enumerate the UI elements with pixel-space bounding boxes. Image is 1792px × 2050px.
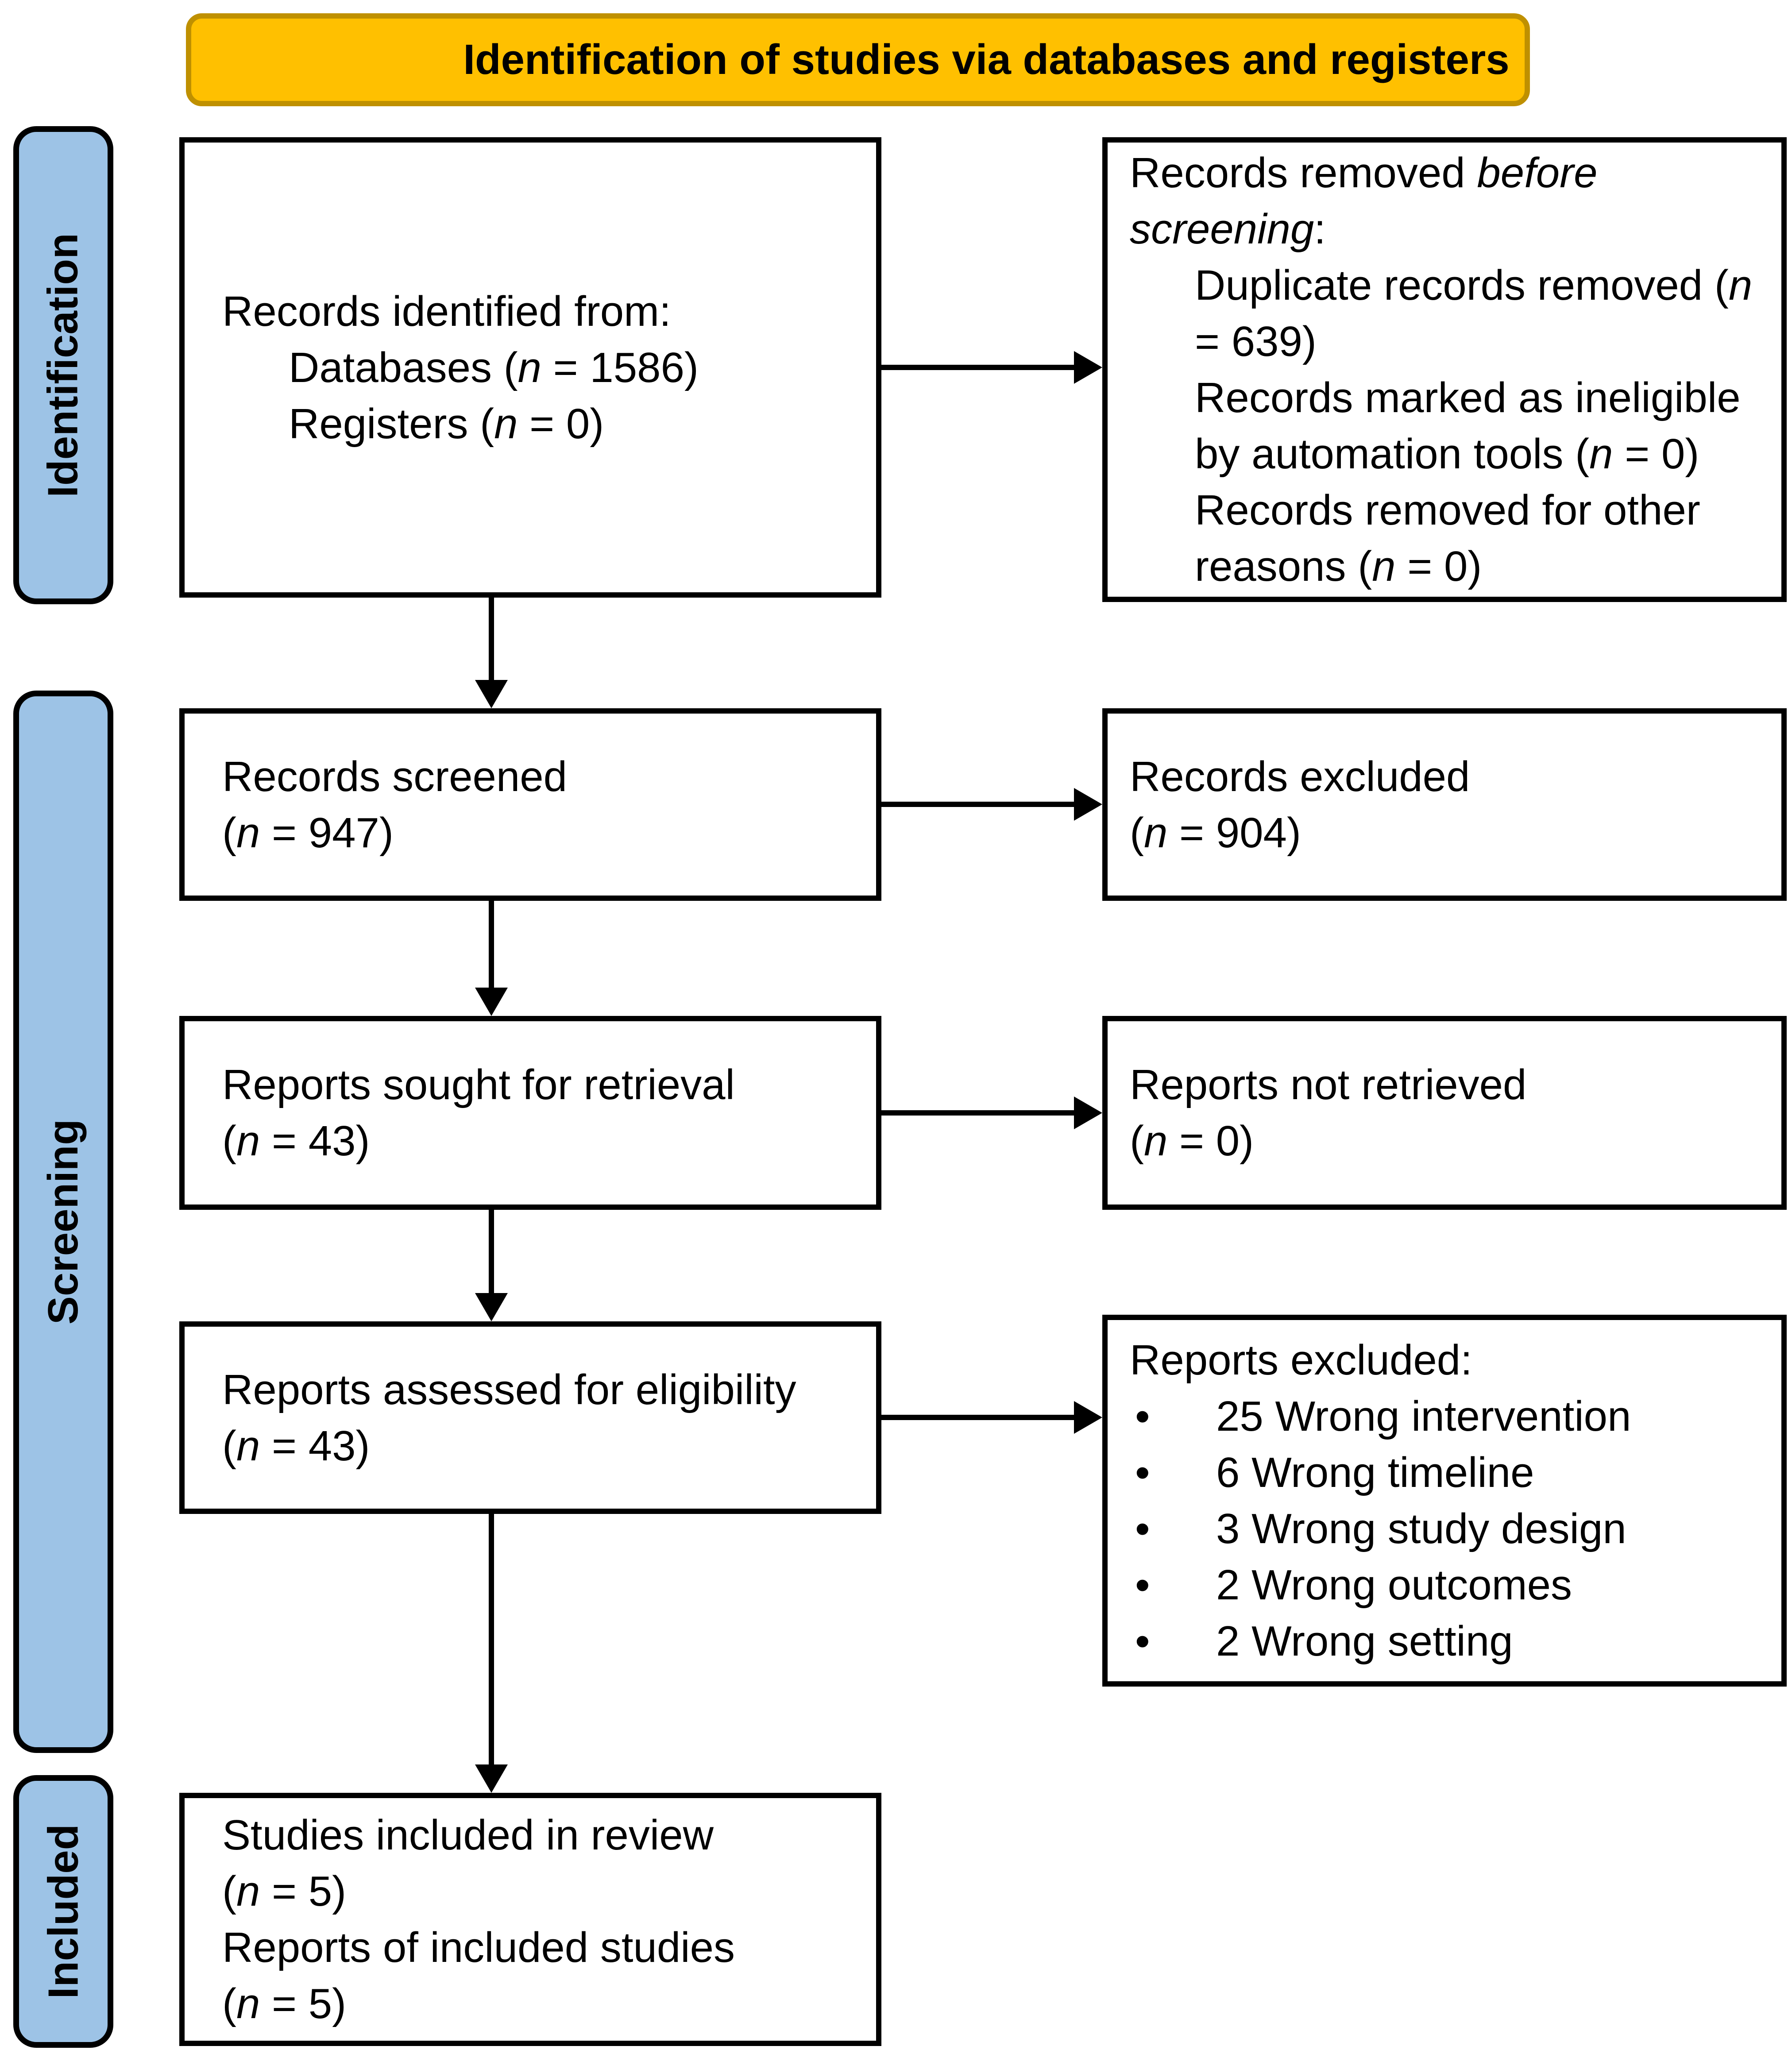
records-identified-databases: Databases (n = 1586) (289, 344, 699, 391)
stage-identification: Identification (13, 126, 113, 604)
box-reports-assessed: Reports assessed for eligibility (n = 43… (179, 1321, 881, 1514)
box-reports-not-retrieved: Reports not retrieved (n = 0) (1102, 1016, 1787, 1210)
reports-sought-count: (n = 43) (222, 1117, 370, 1165)
banner-identification-via-databases: Identification of studies via databases … (186, 13, 1530, 106)
excluded-reason-outcomes: • 2 Wrong outcomes (1108, 1557, 1781, 1613)
arrowhead-down-icon (475, 680, 508, 708)
records-identified-title: Records identified from: (222, 287, 671, 335)
arrowhead-down-icon (475, 988, 508, 1016)
reports-included-title: Reports of included studies (222, 1924, 735, 1971)
box-studies-included: Studies included in review (n = 5) Repor… (179, 1793, 881, 2046)
arrowhead-right-icon (1074, 788, 1102, 821)
stage-included-label: Included (39, 1824, 87, 1999)
arrow-line (489, 1514, 494, 1764)
arrowhead-down-icon (475, 1764, 508, 1793)
excluded-reason-text: 2 Wrong setting (1216, 1618, 1513, 1665)
excluded-reason-text: 6 Wrong timeline (1216, 1449, 1534, 1496)
records-removed-automation: Records marked as ineligible by automati… (1195, 374, 1741, 478)
arrow-line (881, 365, 1074, 370)
arrow-line (881, 802, 1074, 807)
arrowhead-right-icon (1074, 1401, 1102, 1434)
excluded-reason-text: 2 Wrong outcomes (1216, 1561, 1572, 1609)
records-identified-registers: Registers (n = 0) (289, 400, 604, 448)
arrow-line (881, 1110, 1074, 1116)
arrowhead-down-icon (475, 1293, 508, 1321)
box-records-identified: Records identified from: Databases (n = … (179, 137, 881, 598)
records-screened-count: (n = 947) (222, 809, 394, 857)
records-removed-duplicates: Duplicate records removed (n = 639) (1195, 262, 1753, 365)
stage-included: Included (13, 1775, 113, 2048)
reports-sought-title: Reports sought for retrieval (222, 1061, 735, 1108)
reports-assessed-count: (n = 43) (222, 1422, 370, 1470)
stage-screening: Screening (13, 691, 113, 1753)
excluded-reason-setting: • 2 Wrong setting (1108, 1613, 1781, 1669)
excluded-reason-text: 3 Wrong study design (1216, 1505, 1626, 1552)
excluded-reason-timeline: • 6 Wrong timeline (1108, 1444, 1781, 1501)
arrowhead-right-icon (1074, 1096, 1102, 1129)
box-records-removed-before-screening: Records removed before screening: Duplic… (1102, 137, 1787, 602)
reports-not-retrieved-title: Reports not retrieved (1130, 1061, 1527, 1108)
reports-excluded-title: Reports excluded: (1130, 1336, 1472, 1384)
arrowhead-right-icon (1074, 351, 1102, 384)
studies-included-count: (n = 5) (222, 1868, 347, 1915)
box-reports-sought: Reports sought for retrieval (n = 43) (179, 1016, 881, 1210)
arrow-line (489, 1210, 494, 1293)
excluded-reason-study-design: • 3 Wrong study design (1108, 1501, 1781, 1557)
excluded-reason-text: 25 Wrong intervention (1216, 1393, 1631, 1440)
arrow-line (489, 901, 494, 988)
records-screened-title: Records screened (222, 753, 568, 800)
box-records-excluded: Records excluded (n = 904) (1102, 708, 1787, 901)
stage-identification-label: Identification (39, 233, 87, 498)
bullet-icon: • (1135, 1618, 1150, 1665)
arrow-line (881, 1415, 1074, 1420)
records-excluded-count: (n = 904) (1130, 809, 1301, 857)
reports-assessed-title: Reports assessed for eligibility (222, 1366, 796, 1413)
bullet-icon: • (1135, 1393, 1150, 1440)
bullet-icon: • (1135, 1561, 1150, 1609)
box-records-screened: Records screened (n = 947) (179, 708, 881, 901)
records-removed-other: Records removed for other reasons (n = 0… (1195, 486, 1700, 590)
reports-not-retrieved-count: (n = 0) (1130, 1117, 1254, 1165)
studies-included-title: Studies included in review (222, 1811, 714, 1859)
excluded-reason-intervention: • 25 Wrong intervention (1108, 1388, 1781, 1444)
reports-included-count: (n = 5) (222, 1980, 347, 2027)
bullet-icon: • (1135, 1449, 1150, 1496)
banner-title: Identification of studies via databases … (463, 36, 1510, 83)
box-reports-excluded: Reports excluded: • 25 Wrong interventio… (1102, 1315, 1787, 1687)
records-removed-title: Records removed before screening: (1130, 149, 1598, 253)
bullet-icon: • (1135, 1505, 1150, 1552)
arrow-line (489, 598, 494, 680)
records-excluded-title: Records excluded (1130, 753, 1470, 800)
stage-screening-label: Screening (39, 1119, 87, 1325)
